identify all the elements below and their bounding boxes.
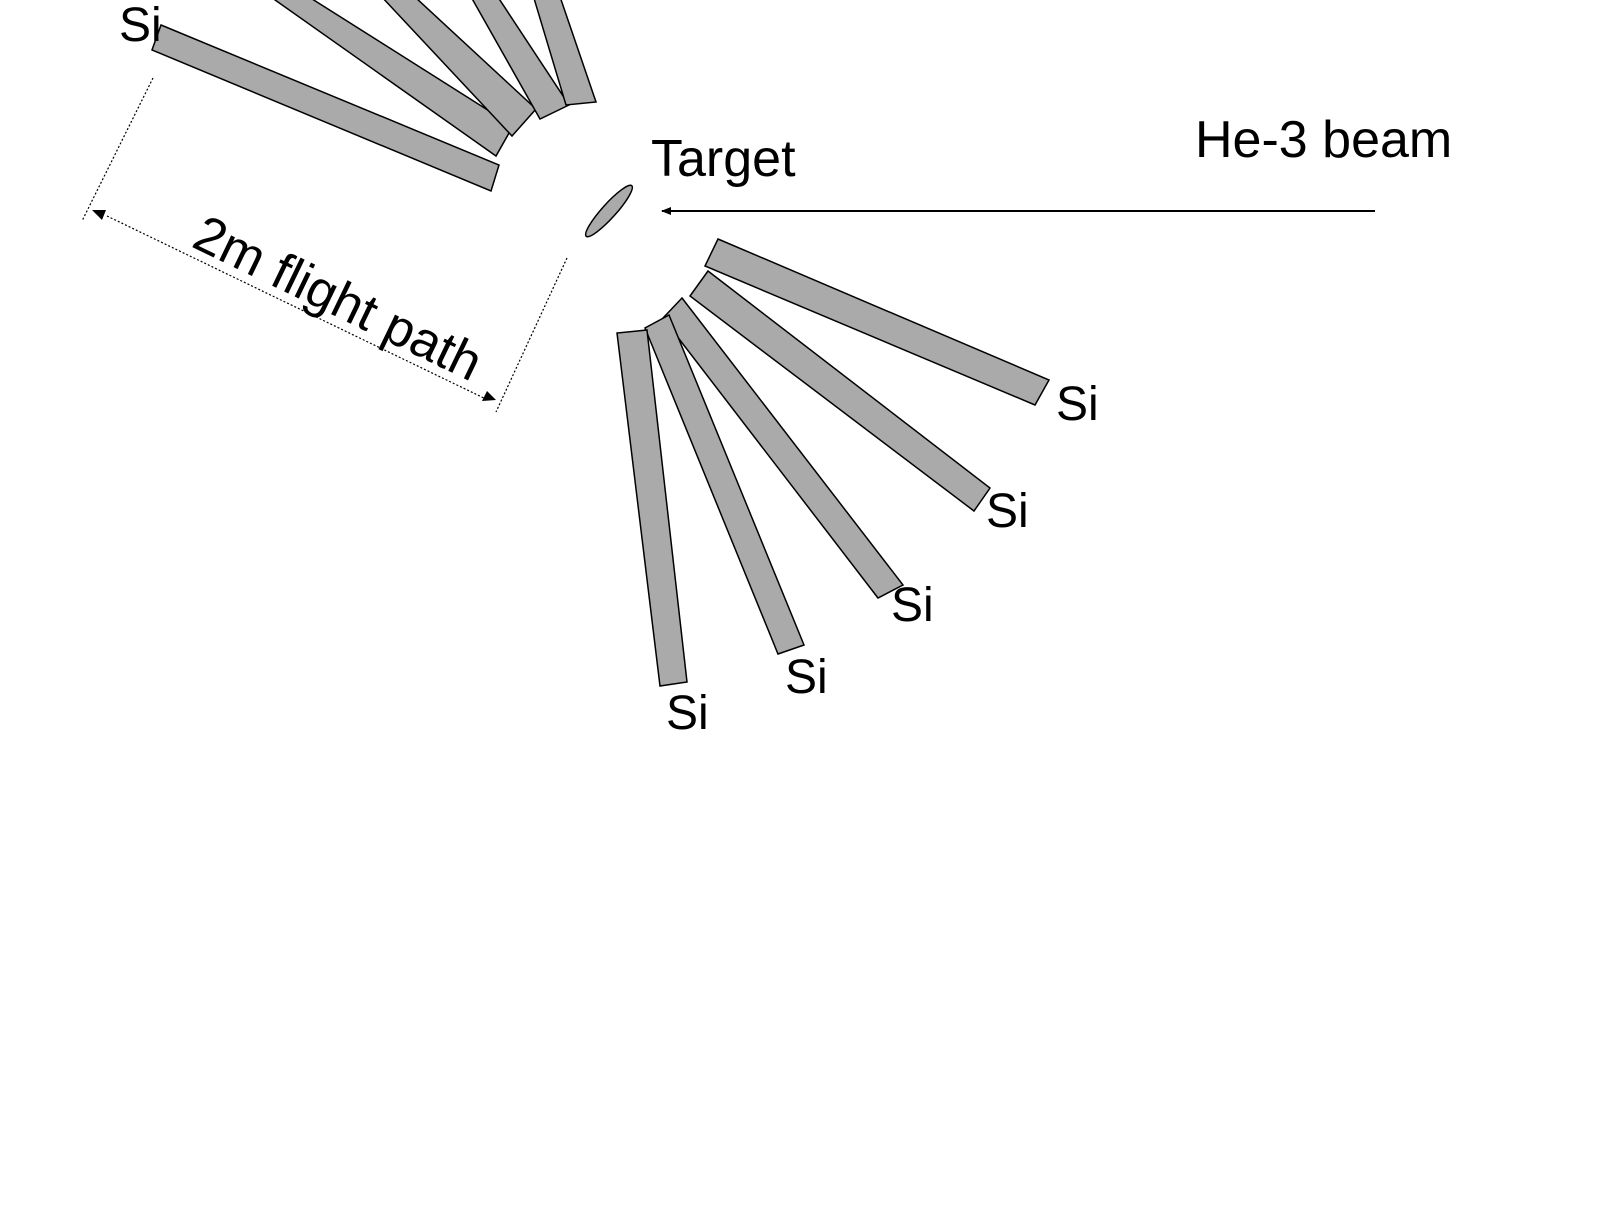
si-detector-lower-5 — [616, 329, 688, 687]
si-label-lower-3: Si — [891, 579, 934, 632]
si-label-lower-4: Si — [785, 651, 828, 704]
si-label-upper: Si — [119, 0, 162, 52]
extension-line-left — [81, 77, 154, 222]
si-detector-upper-4 — [471, 0, 571, 120]
si-detector-upper-5 — [533, 0, 598, 106]
beam-label: He-3 beam — [1195, 111, 1452, 169]
target-foil — [584, 184, 634, 238]
si-detector-lower-1 — [703, 238, 1051, 406]
flight-path-dimension — [81, 77, 568, 413]
si-detector-lower-4 — [644, 313, 805, 655]
si-detector-upper-2 — [273, 0, 515, 158]
dimension-arrowhead-left — [92, 210, 106, 220]
upper-detector-bank — [151, 0, 598, 193]
extension-line-right — [495, 257, 568, 413]
flight-path-label: 2m flight path — [185, 205, 491, 393]
si-label-lower-5: Si — [666, 687, 709, 740]
lower-detector-bank — [616, 238, 1051, 687]
si-label-lower-1: Si — [1056, 378, 1099, 431]
si-detector-upper-1 — [151, 24, 500, 193]
si-detector-lower-2 — [688, 269, 992, 513]
si-detector-lower-3 — [662, 296, 905, 599]
dimension-line — [106, 215, 489, 401]
si-label-lower-2: Si — [986, 485, 1029, 538]
si-detector-upper-3 — [383, 0, 538, 138]
target-label: Target — [651, 130, 796, 188]
dimension-arrowhead-right — [482, 391, 496, 401]
